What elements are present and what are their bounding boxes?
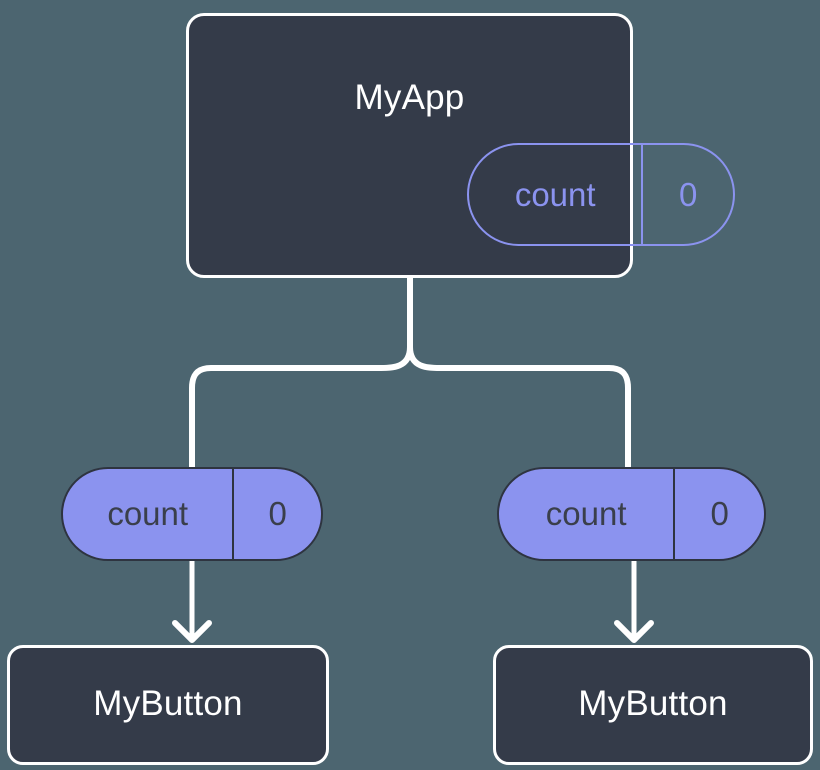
node-mybutton-right-label: MyButton xyxy=(578,684,728,723)
prop-pill-left-value: 0 xyxy=(232,469,321,559)
prop-pill-right[interactable]: count 0 xyxy=(497,467,766,561)
node-mybutton-left-label: MyButton xyxy=(93,684,243,723)
node-myapp-label: MyApp xyxy=(354,78,465,117)
prop-pill-left[interactable]: count 0 xyxy=(61,467,323,561)
edge-split-connector-right xyxy=(407,344,631,473)
state-pill-myapp[interactable]: count 0 xyxy=(467,143,735,246)
node-mybutton-left[interactable]: MyButton xyxy=(7,645,329,765)
node-myapp[interactable]: MyApp count 0 xyxy=(186,13,735,278)
prop-pill-left-key: count xyxy=(107,495,189,532)
node-mybutton-right[interactable]: MyButton xyxy=(493,645,813,765)
state-pill-myapp-value: 0 xyxy=(641,145,733,244)
prop-pill-right-value: 0 xyxy=(673,469,764,559)
state-pill-myapp-key: count xyxy=(514,175,596,213)
arrow-head-right-icon xyxy=(614,620,654,643)
edge-split-connector xyxy=(189,275,413,473)
prop-pill-right-key: count xyxy=(545,495,627,532)
arrow-head-left-icon xyxy=(172,620,212,643)
